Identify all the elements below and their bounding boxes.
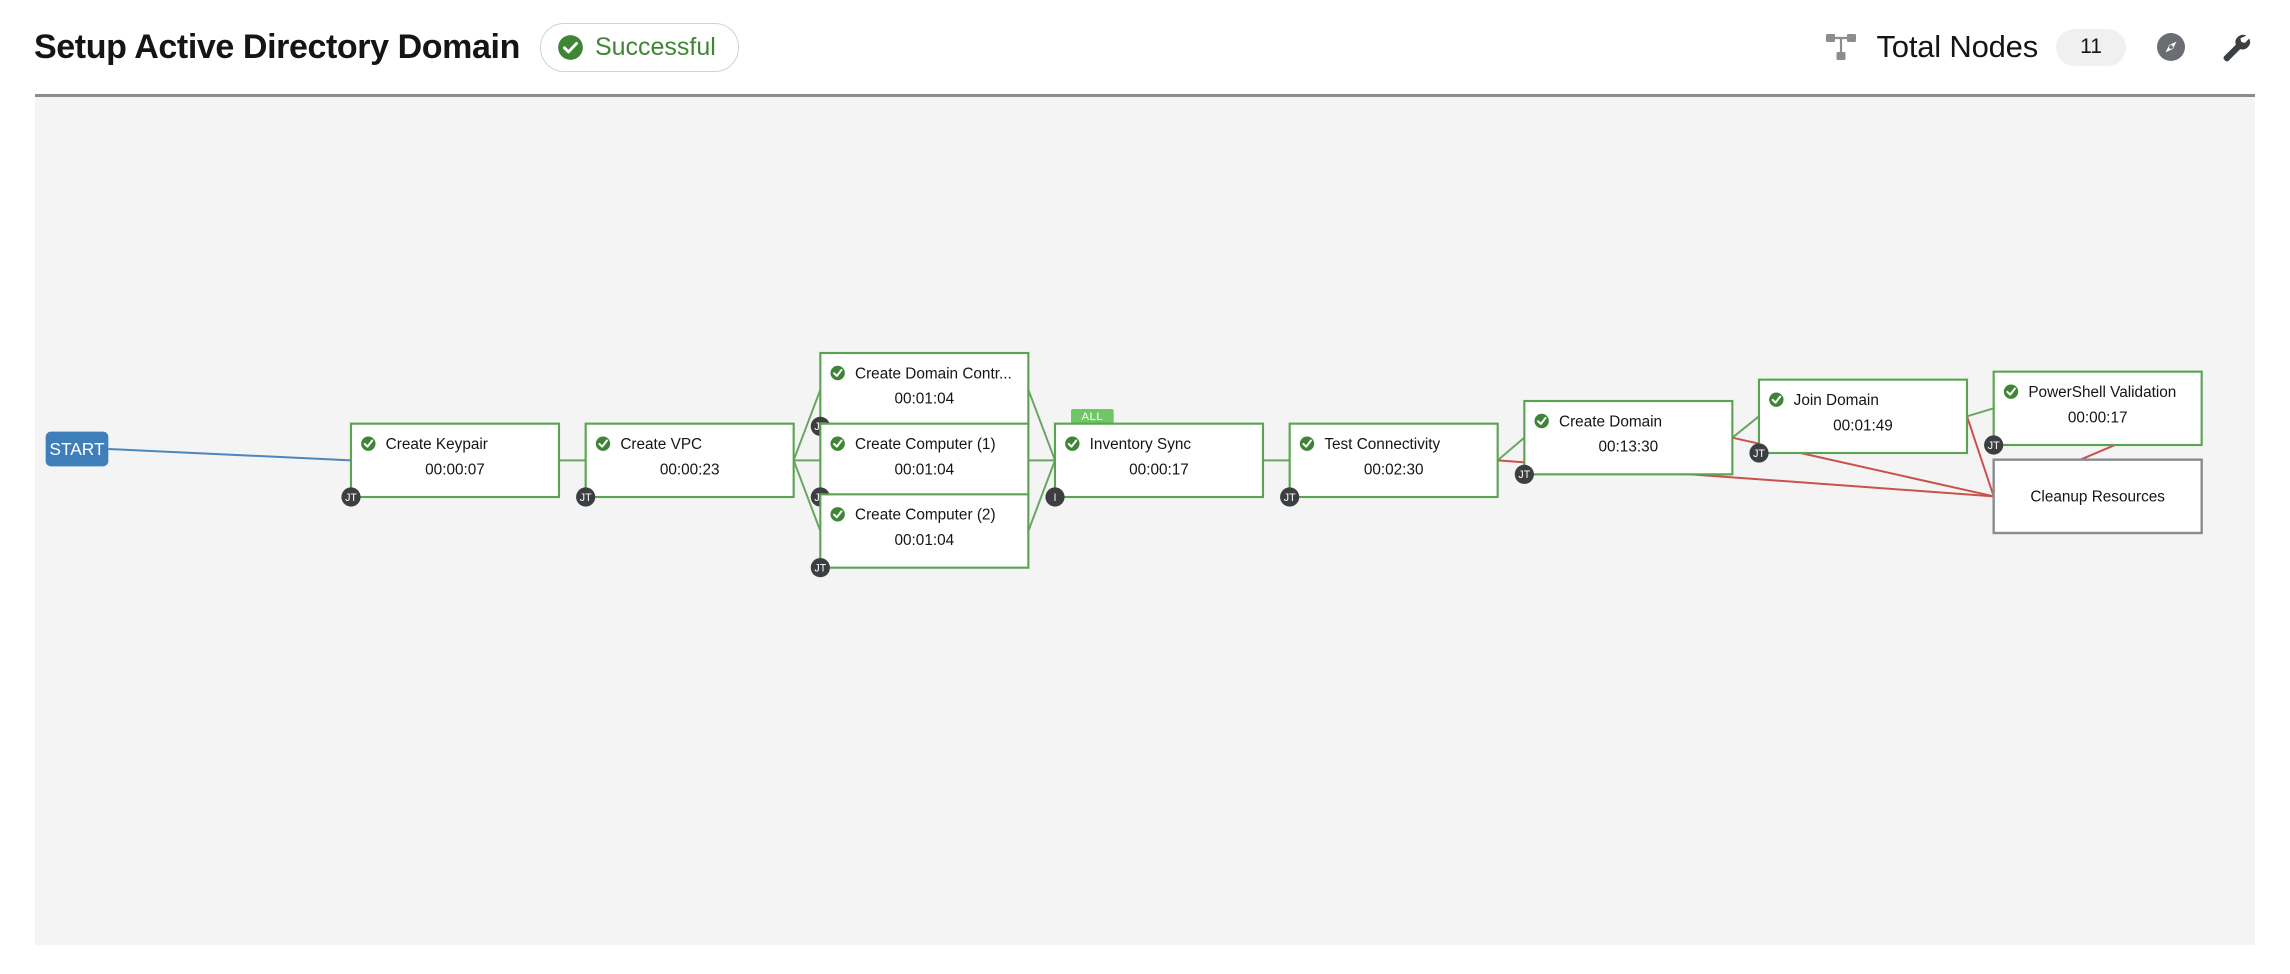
convergence-label: ALL — [1081, 411, 1103, 423]
node-type-badge-label: JT — [814, 563, 826, 575]
total-nodes-count-badge: 11 — [2056, 28, 2126, 66]
check-circle-icon — [830, 507, 845, 522]
node-body[interactable] — [1992, 458, 2203, 535]
node-body[interactable] — [1523, 399, 1734, 476]
workflow-node-inventory-sync[interactable]: ALL Inventory Sync 00:00:17I — [1045, 409, 1265, 507]
edge-create-domain-to-join-domain[interactable] — [1731, 415, 1760, 439]
total-nodes-label: Total Nodes — [1876, 29, 2038, 64]
node-type-badge-label: JT — [1284, 492, 1296, 504]
node-elapsed-time: 00:00:17 — [2068, 409, 2128, 426]
node-type-badge[interactable]: JT — [1514, 464, 1534, 484]
node-type-badge[interactable]: JT — [810, 558, 830, 578]
node-elapsed-time: 00:01:04 — [894, 391, 954, 408]
node-body[interactable] — [819, 351, 1030, 428]
node-type-badge-label: JT — [1753, 448, 1765, 460]
node-body[interactable] — [819, 493, 1030, 569]
check-circle-icon — [361, 436, 376, 451]
node-type-badge-label: JT — [1518, 469, 1530, 481]
node-type-badge[interactable]: JT — [1984, 435, 2004, 455]
node-elapsed-time: 00:13:30 — [1598, 439, 1658, 456]
node-type-badge[interactable]: JT — [1280, 487, 1300, 507]
node-body[interactable] — [1992, 370, 2203, 447]
node-title: Create Computer (2) — [855, 507, 996, 524]
node-type-badge[interactable]: I — [1045, 487, 1065, 507]
node-title: Join Domain — [1794, 392, 1879, 409]
header-left-group: Setup Active Directory Domain Successful — [0, 22, 739, 72]
check-circle-icon — [1534, 413, 1549, 429]
check-circle-icon — [1299, 436, 1315, 451]
node-body[interactable] — [819, 422, 1030, 499]
node-body[interactable] — [584, 422, 795, 499]
check-circle-icon — [830, 365, 845, 381]
check-circle-icon — [1065, 436, 1080, 451]
check-circle-icon — [557, 34, 584, 61]
node-body[interactable] — [1757, 378, 1969, 455]
node-type-badge[interactable]: JT — [341, 487, 361, 507]
node-title: Create Keypair — [386, 436, 488, 453]
edge-start-to-create-keypair[interactable] — [108, 448, 352, 462]
edge-create-vpc-to-create-domain-controller[interactable] — [792, 389, 822, 461]
node-title: Create VPC — [620, 436, 702, 453]
check-circle-icon — [1769, 392, 1784, 407]
start-node-label: START — [49, 439, 105, 459]
node-type-badge-label: JT — [1988, 440, 2000, 452]
edge-join-domain-to-cleanup-resources[interactable] — [1966, 416, 1995, 497]
node-elapsed-time: 00:01:04 — [894, 461, 954, 478]
edge-create-vpc-to-create-computer-2[interactable] — [792, 459, 822, 532]
edge-join-domain-to-powershell-validation[interactable] — [1966, 407, 1994, 418]
node-type-badge[interactable]: JT — [1749, 443, 1769, 463]
edge-test-connectivity-to-create-domain[interactable] — [1497, 436, 1525, 462]
node-title: Create Domain — [1559, 413, 1662, 430]
node-title: Test Connectivity — [1324, 436, 1440, 453]
compass-icon[interactable] — [2152, 28, 2190, 66]
node-elapsed-time: 00:00:07 — [425, 461, 485, 478]
status-badge: Successful — [539, 22, 739, 72]
node-type-badge-label: I — [1054, 492, 1057, 504]
node-body[interactable] — [349, 422, 561, 499]
node-elapsed-time: 00:01:49 — [1833, 417, 1893, 434]
node-type-badge-label: JT — [345, 492, 357, 504]
check-circle-icon — [595, 436, 611, 451]
node-title: PowerShell Validation — [2028, 384, 2176, 401]
header-right-group: Total Nodes 11 — [1825, 28, 2290, 66]
node-body[interactable] — [1053, 422, 1265, 499]
node-type-badge-label: JT — [580, 492, 592, 504]
node-body[interactable] — [1288, 422, 1499, 499]
check-circle-icon — [830, 436, 845, 451]
sitemap-icon — [1825, 32, 1876, 62]
workflow-node-cleanup-resources[interactable]: Cleanup Resources — [1992, 458, 2203, 535]
page-title: Setup Active Directory Domain — [34, 27, 520, 66]
node-title: Cleanup Resources — [2030, 489, 2165, 506]
check-circle-icon — [2003, 384, 2019, 399]
node-title: Create Computer (1) — [855, 436, 996, 453]
edge-create-domain-controller-to-inventory-sync[interactable] — [1027, 389, 1056, 461]
node-elapsed-time: 00:01:04 — [894, 532, 954, 549]
node-title: Inventory Sync — [1090, 436, 1192, 453]
node-elapsed-time: 00:02:30 — [1364, 461, 1424, 478]
edge-create-computer-2-to-inventory-sync[interactable] — [1027, 459, 1056, 532]
status-label: Successful — [594, 32, 716, 61]
node-type-badge[interactable]: JT — [576, 487, 596, 507]
node-elapsed-time: 00:00:17 — [1129, 461, 1189, 478]
node-elapsed-time: 00:00:23 — [660, 461, 720, 478]
start-node[interactable]: START — [45, 431, 109, 467]
page-header: Setup Active Directory Domain Successful — [0, 0, 2290, 94]
node-title: Create Domain Contr... — [855, 365, 1012, 382]
wrench-icon[interactable] — [2216, 28, 2254, 66]
